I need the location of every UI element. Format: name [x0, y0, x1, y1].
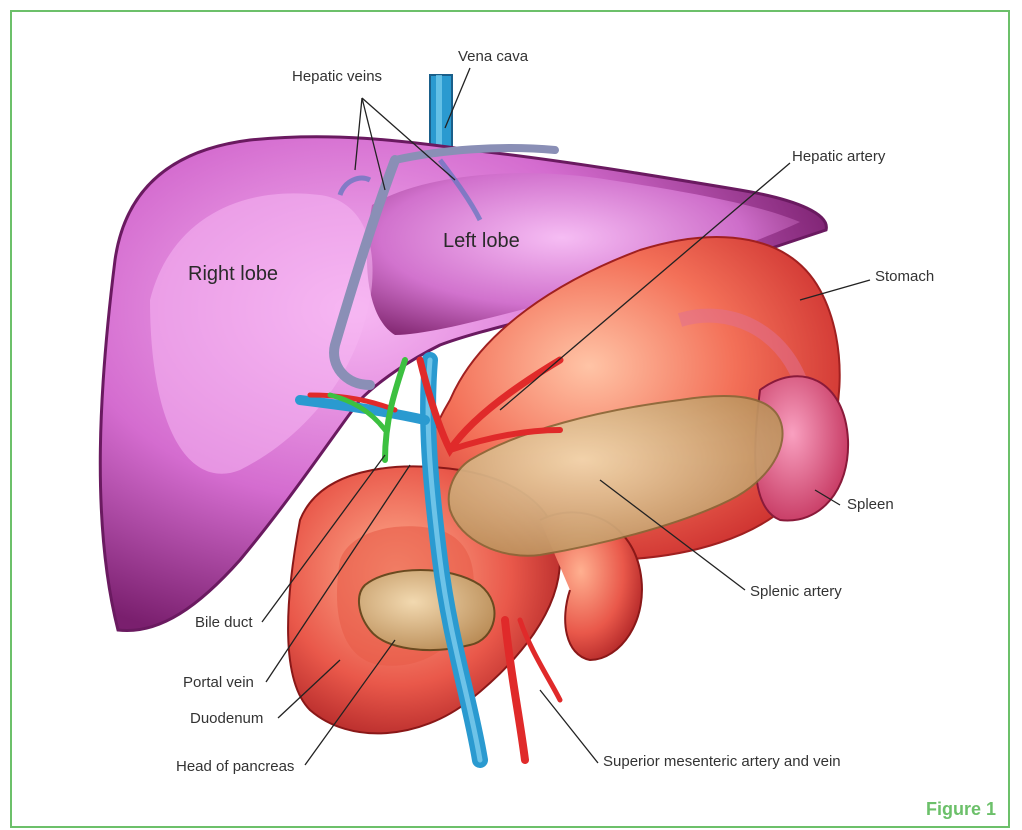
label-hepatic-veins: Hepatic veins	[292, 68, 382, 85]
label-splenic-artery: Splenic artery	[750, 583, 842, 600]
label-duodenum: Duodenum	[190, 710, 263, 727]
label-left-lobe: Left lobe	[443, 230, 520, 253]
figure-caption: Figure 1	[926, 799, 996, 820]
label-portal-vein: Portal vein	[183, 674, 254, 691]
label-spleen: Spleen	[847, 496, 894, 513]
label-superior-mesenteric: Superior mesenteric artery and vein	[603, 753, 841, 770]
label-stomach: Stomach	[875, 268, 934, 285]
label-bile-duct: Bile duct	[195, 614, 253, 631]
label-vena-cava: Vena cava	[458, 48, 528, 65]
label-head-of-pancreas: Head of pancreas	[176, 758, 294, 775]
label-hepatic-artery: Hepatic artery	[792, 148, 885, 165]
label-right-lobe: Right lobe	[188, 263, 278, 286]
